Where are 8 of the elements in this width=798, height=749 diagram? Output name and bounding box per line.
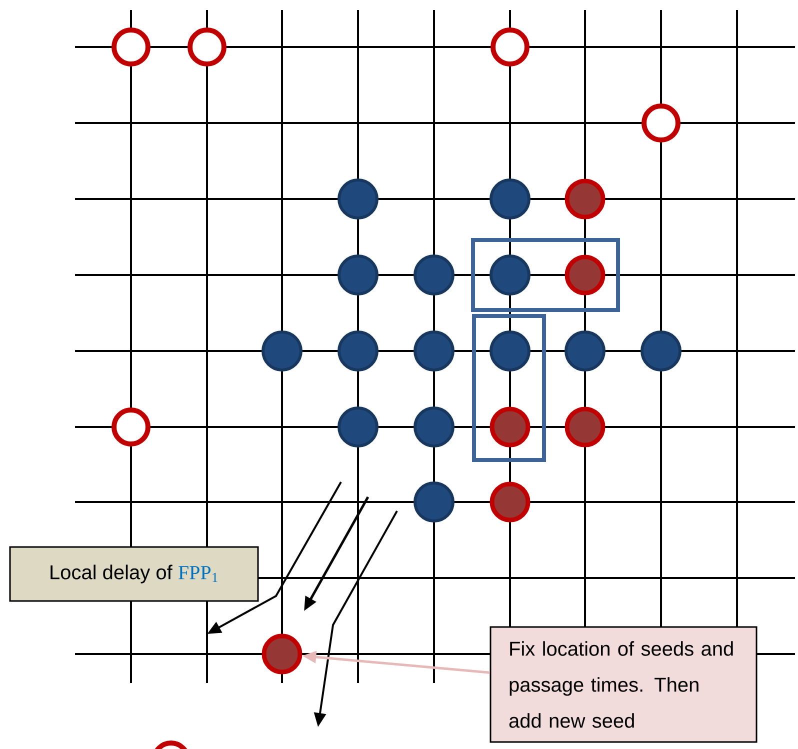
seed-circle (564, 254, 606, 296)
seed-circle (490, 482, 530, 522)
seed-circle (262, 634, 302, 674)
label-box: Local delay of FPP$_{1}$ (9, 546, 259, 602)
note-box: Fix location of seeds and passage times. Then add new seed (490, 626, 758, 743)
seed-circle (564, 406, 606, 448)
seed-circle (564, 178, 606, 220)
seed-circle (490, 406, 530, 448)
